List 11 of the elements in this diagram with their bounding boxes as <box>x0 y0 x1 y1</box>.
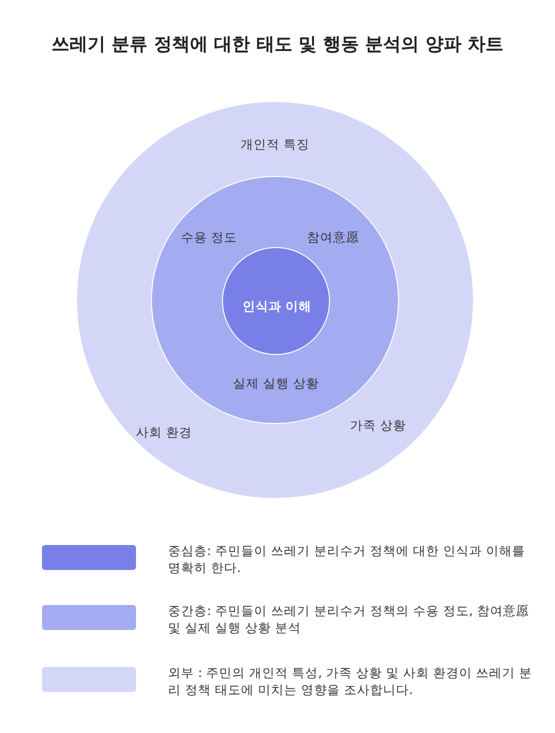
circle-label: 가족 상황 <box>350 418 406 434</box>
circle-label: 개인적 특징 <box>240 136 310 154</box>
circle-label: 수용 정도 <box>181 230 237 246</box>
legend-text: 중심층: 주민들이 쓰레기 분리수거 정책에 대한 인식과 이해를 명확히 한다. <box>168 542 526 576</box>
circle-label: 참여意愿 <box>307 230 359 246</box>
circle-label: 실제 실행 상황 <box>233 376 319 392</box>
legend-text: 중간층: 주민들이 쓰레기 분리수거 정책의 수용 정도, 참여意愿 및 실제 실행 상황 분석 <box>168 602 530 636</box>
circle-label: 사회 환경 <box>136 424 192 442</box>
title: 쓰레기 분류 정책에 대한 태도 및 행동 분석의 양파 차트 <box>50 33 505 56</box>
legend-text: 외부 : 주민의 개인적 특성, 가족 상황 및 사회 환경이 쓰레기 분리 정책 태도에 미치는 영향을 조사합니다. <box>168 664 533 698</box>
circle-label: 인식과 이해 <box>242 298 312 316</box>
